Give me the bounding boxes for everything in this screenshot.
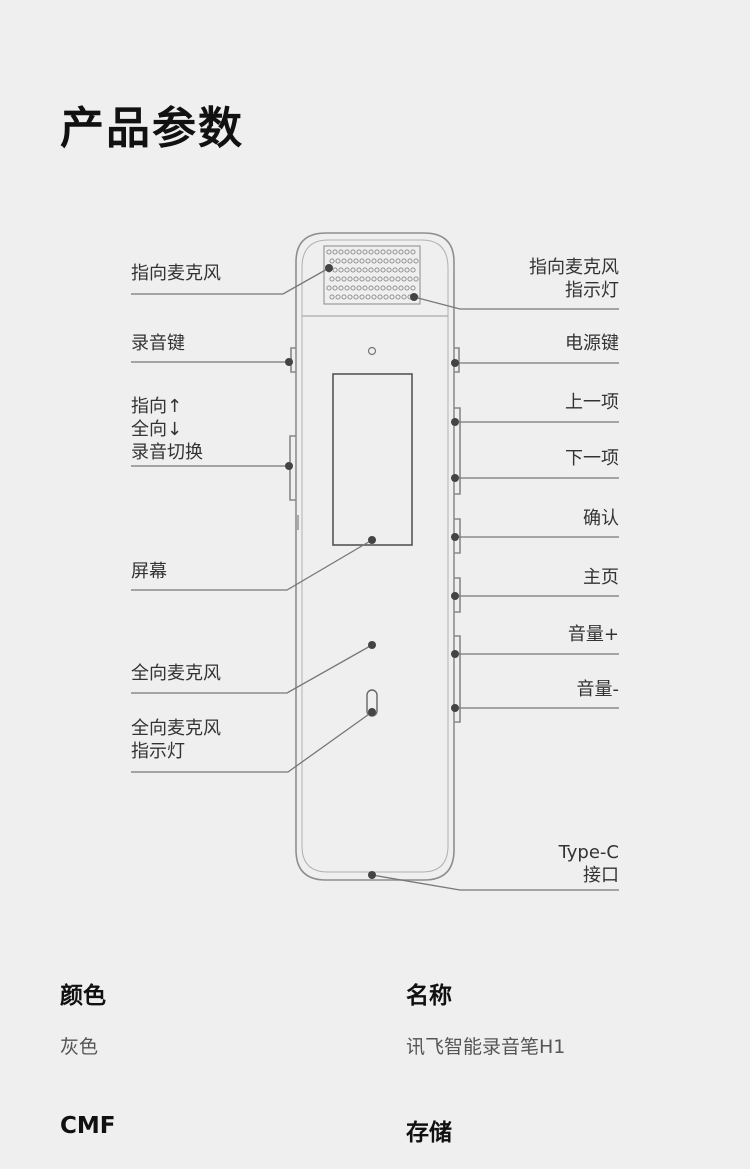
dot-omni-mic [368, 641, 376, 649]
screen-rect [332, 373, 413, 546]
mic-grille-dots [326, 249, 419, 300]
dot-vol-up [451, 650, 459, 658]
dot-mic-dir [325, 264, 333, 272]
label-vol-down: 音量- [576, 679, 620, 700]
page-title: 产品参数 [60, 103, 244, 154]
spec-name-value: 讯飞智能录音笔H1 [406, 1036, 566, 1058]
label-vol-up: 音量+ [567, 624, 619, 645]
mic-grille-frame [323, 245, 421, 305]
label-typec: Type-C 接口 [558, 842, 619, 886]
label-down: 下一项 [565, 448, 619, 469]
dot-power [451, 359, 459, 367]
spec-cmf-key: CMF [60, 1113, 116, 1139]
spec-color: 颜色 灰色 [60, 976, 106, 1059]
dot-vol-down [451, 704, 459, 712]
label-ok: 确认 [583, 508, 619, 529]
device-outline [295, 232, 455, 881]
dot-up [451, 418, 459, 426]
label-omni-led: 全向麦克风 指示灯 [131, 718, 221, 762]
label-home: 主页 [583, 567, 619, 588]
spec-name-key: 名称 [406, 983, 452, 1009]
dot-ok [451, 533, 459, 541]
spec-name: 名称 讯飞智能录音笔H1 [406, 976, 565, 1059]
dot-dir-led [410, 293, 418, 301]
dot-rec-key [285, 358, 293, 366]
label-dir-led: 指向麦克风 指示灯 [529, 257, 619, 301]
dot-home [451, 592, 459, 600]
dot-switch [285, 462, 293, 470]
label-omni-mic: 全向麦克风 [131, 663, 221, 684]
dot-typec [368, 871, 376, 879]
spec-storage-key: 存储 [406, 1120, 452, 1146]
spec-color-value: 灰色 [60, 1036, 99, 1058]
dot-omni-led [368, 708, 376, 716]
spec-storage: 存储 [406, 1113, 452, 1169]
label-rec-key: 录音键 [131, 333, 185, 354]
label-switch: 指向↑ 全向↓ 录音切换 [131, 396, 203, 463]
label-up: 上一项 [565, 392, 619, 413]
label-power: 电源键 [565, 333, 619, 354]
spec-cmf: CMF [60, 1113, 115, 1161]
label-screen: 屏幕 [131, 561, 167, 582]
label-mic-dir: 指向麦克风 [131, 263, 221, 284]
device-inner-outline [301, 239, 449, 873]
dot-screen [368, 536, 376, 544]
spec-color-key: 颜色 [60, 983, 106, 1009]
dot-down [451, 474, 459, 482]
